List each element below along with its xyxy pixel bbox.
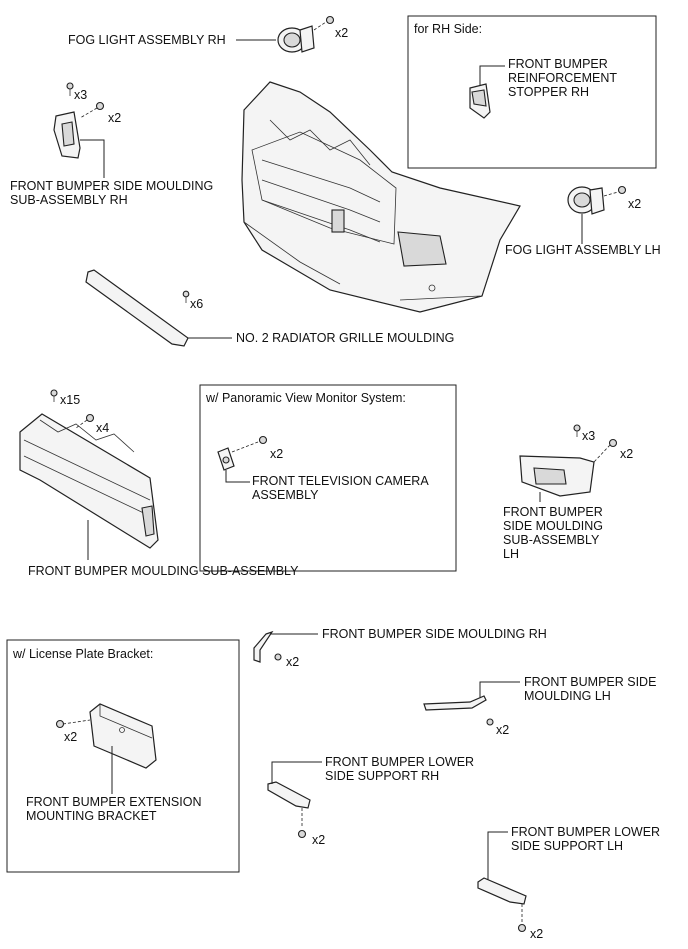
camera-count: x2: [270, 447, 283, 461]
side-moulding-lh-drawing: [423, 695, 494, 726]
fog-light-rh-drawing: [277, 15, 335, 53]
lower-rh-count: x2: [312, 833, 325, 847]
moulding-clips-count: x15: [60, 393, 80, 407]
side-lh-clips-count: x3: [582, 429, 595, 443]
extension-bracket-drawing: [55, 703, 157, 769]
panoramic-box-title: w/ Panoramic View Monitor System:: [205, 391, 406, 405]
stopper-rh-label-1: FRONT BUMPER: [508, 57, 608, 71]
side-moulding-lh-leader: [479, 681, 520, 698]
lower-support-lh-drawing: [477, 877, 527, 933]
grille-moulding-label: NO. 2 RADIATOR GRILLE MOULDING: [236, 331, 454, 345]
ext-bracket-count: x2: [64, 730, 77, 744]
stopper-rh-label-2: REINFORCEMENT: [508, 71, 617, 85]
front-bumper-drawing: [241, 81, 521, 313]
fog-light-rh-count: x2: [335, 26, 348, 40]
fog-light-lh-count: x2: [628, 197, 641, 211]
side-moulding-rh-count: x2: [286, 655, 299, 669]
side-moulding-lh-count: x2: [496, 723, 509, 737]
moulding-sub-label: FRONT BUMPER MOULDING SUB-ASSEMBLY: [28, 564, 299, 578]
license-box: [6, 639, 240, 873]
fog-light-lh-label: FOG LIGHT ASSEMBLY LH: [505, 243, 661, 257]
camera-label-1: FRONT TELEVISION CAMERA: [252, 474, 429, 488]
rh-side-box-title: for RH Side:: [414, 22, 482, 36]
camera-label-2: ASSEMBLY: [252, 488, 319, 502]
stopper-rh-leader: [479, 65, 505, 86]
lower-lh-count: x2: [530, 927, 543, 941]
side-moulding-sub-rh-label-1: FRONT BUMPER SIDE MOULDING: [10, 179, 213, 193]
reinforcement-stopper-rh-drawing: [469, 83, 491, 119]
lower-support-lh-label-1: FRONT BUMPER LOWER: [511, 825, 660, 839]
side-moulding-rh-label: FRONT BUMPER SIDE MOULDING RH: [322, 627, 547, 641]
moulding-bolts-count: x4: [96, 421, 109, 435]
panoramic-box: [199, 384, 457, 572]
lower-support-rh-leader: [271, 761, 322, 784]
side-rh-clips-count: x3: [74, 88, 87, 102]
fog-light-lh-drawing: [567, 185, 627, 215]
side-moulding-sub-rh-leader: [80, 139, 105, 178]
side-lh-bolts-count: x2: [620, 447, 633, 461]
side-moulding-sub-lh-label-2: SIDE MOULDING: [503, 519, 603, 533]
rh-side-box: [407, 15, 657, 169]
moulding-sub-assembly-drawing: [19, 389, 159, 549]
lower-support-rh-drawing: [267, 781, 311, 839]
ext-bracket-label-2: MOUNTING BRACKET: [26, 809, 157, 823]
camera-drawing: [217, 435, 268, 471]
lower-support-rh-label-1: FRONT BUMPER LOWER: [325, 755, 474, 769]
side-moulding-sub-rh-drawing: [53, 82, 105, 159]
lower-support-lh-leader: [487, 831, 508, 880]
grille-count: x6: [190, 297, 203, 311]
side-rh-bolts-count: x2: [108, 111, 121, 125]
grille-moulding-drawing: [85, 269, 190, 347]
license-box-title: w/ License Plate Bracket:: [12, 647, 153, 661]
side-moulding-sub-lh-drawing: [519, 424, 618, 497]
stopper-rh-label-3: STOPPER RH: [508, 85, 589, 99]
side-moulding-sub-lh-label-3: SUB-ASSEMBLY: [503, 533, 600, 547]
side-moulding-rh-drawing: [253, 630, 282, 663]
lower-support-rh-label-2: SIDE SUPPORT RH: [325, 769, 439, 783]
side-moulding-sub-rh-label-2: SUB-ASSEMBLY RH: [10, 193, 128, 207]
side-moulding-sub-lh-label-1: FRONT BUMPER: [503, 505, 603, 519]
side-moulding-sub-lh-label-4: LH: [503, 547, 519, 561]
fog-light-rh-label: FOG LIGHT ASSEMBLY RH: [68, 33, 226, 47]
camera-leader: [225, 470, 250, 483]
side-moulding-lh-label-2: MOULDING LH: [524, 689, 611, 703]
ext-bracket-label-1: FRONT BUMPER EXTENSION: [26, 795, 201, 809]
side-moulding-lh-label-1: FRONT BUMPER SIDE: [524, 675, 656, 689]
lower-support-lh-label-2: SIDE SUPPORT LH: [511, 839, 623, 853]
